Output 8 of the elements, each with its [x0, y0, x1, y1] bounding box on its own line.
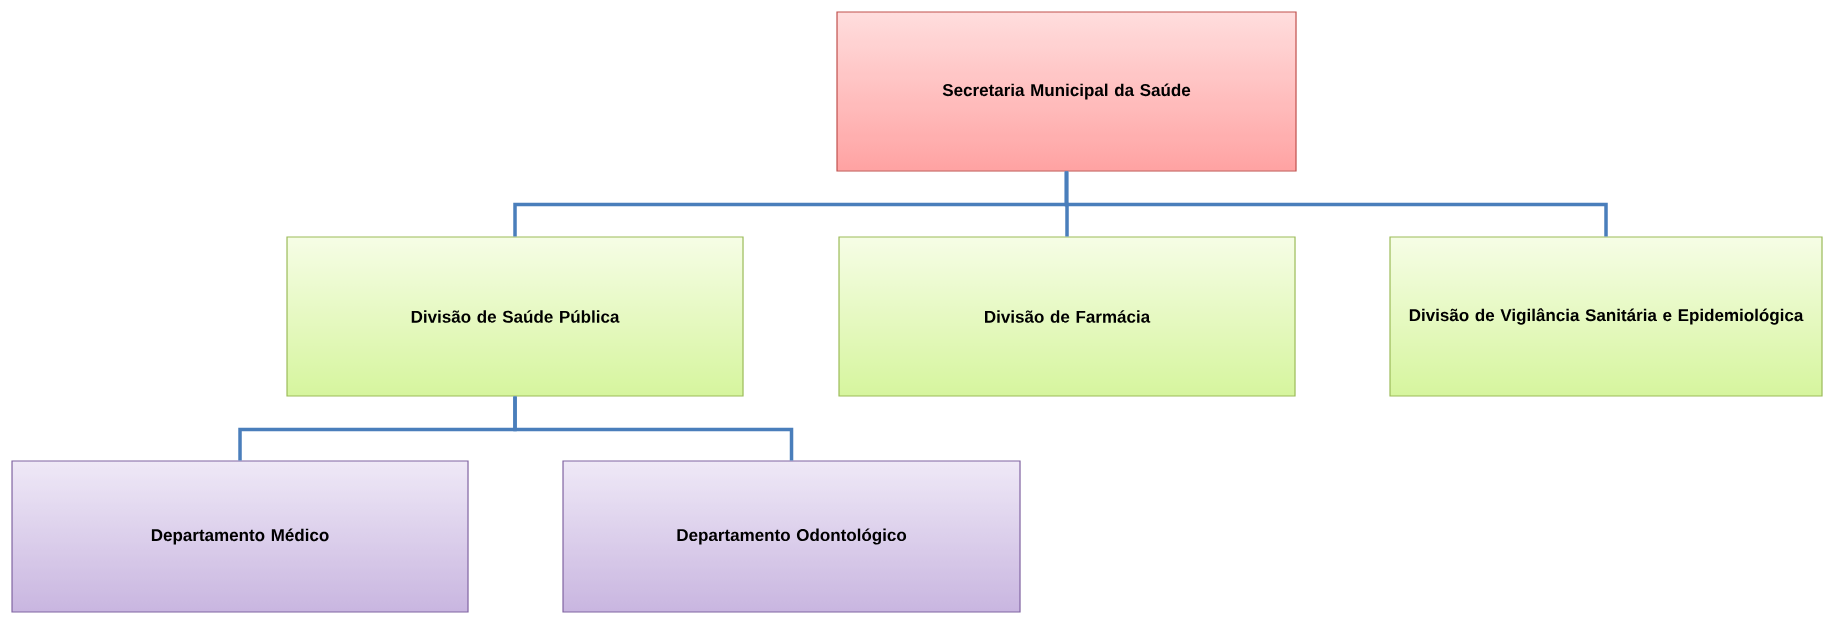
org-box: Departamento Odontológico	[562, 460, 1021, 613]
connector-line	[1064, 171, 1608, 237]
org-box: Secretaria Municipal da Saúde	[836, 11, 1297, 172]
org-box: Divisão de Saúde Pública	[286, 236, 744, 397]
org-box: Divisão de Vigilância Sanitária e Epidemiológica	[1389, 236, 1823, 397]
org-box: Divisão de Farmácia	[838, 236, 1296, 397]
org-box: Departamento Médico	[11, 460, 469, 613]
connector-line	[513, 396, 794, 461]
